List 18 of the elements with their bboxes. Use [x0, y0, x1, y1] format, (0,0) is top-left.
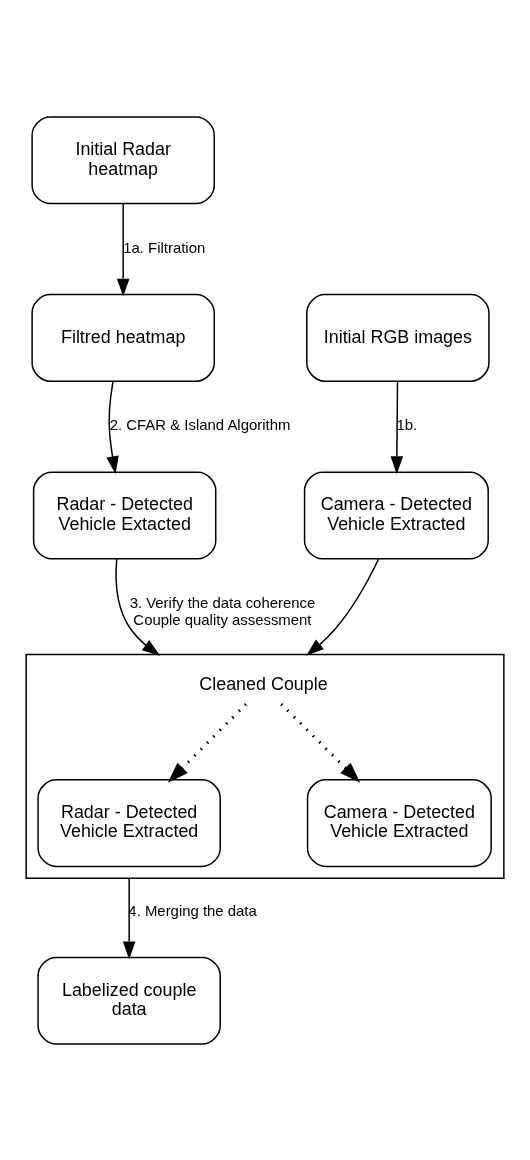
- arrow: [106, 380, 119, 474]
- node-box: Initial Radar heatmap: [31, 115, 215, 204]
- node-box: Camera - Detected Vehicle Extracted: [306, 778, 492, 867]
- arrow: [280, 702, 361, 783]
- node-box: Initial RGB images: [306, 293, 490, 382]
- arrow: [306, 557, 380, 656]
- edge-label: 3. Verify the data coherence Couple quality assessment: [129, 593, 316, 628]
- edge-label: 1a. Filtration: [123, 238, 206, 256]
- node-box: Camera - Detected Vehicle Extracted: [303, 471, 489, 560]
- arrow: [116, 202, 130, 297]
- node-box: Filtred heatmap: [31, 293, 215, 382]
- node-box: Radar - Detected Vehicle Extacted: [32, 471, 217, 560]
- arrow: [390, 380, 404, 474]
- arrow: [115, 557, 161, 656]
- node-box: Radar - Detected Vehicle Extracted: [37, 778, 221, 867]
- node-box: Labelized couple data: [37, 956, 221, 1045]
- arrow: [167, 702, 247, 783]
- edge-label: 2. CFAR & Island Algorithm: [109, 415, 291, 433]
